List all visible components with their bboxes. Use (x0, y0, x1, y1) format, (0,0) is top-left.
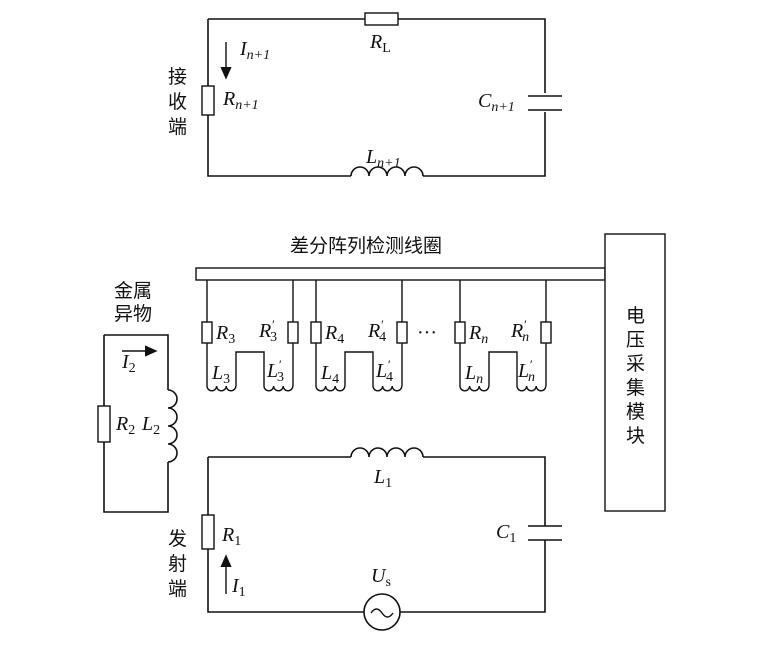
receiver-capacitor-label: Cn+1 (478, 90, 515, 115)
coil-group-4: R4 R′4 L4 L′4 (310, 280, 408, 392)
svg-text:L4: L4 (320, 362, 339, 387)
detection-coil-array: 差分阵列检测线圈 R3 R′3 L3 L′3 R4 R′4 L4 L′4 ··· (195, 235, 606, 392)
transmitter-inductor-label: L1 (373, 466, 392, 491)
svg-text:Rn: Rn (468, 322, 488, 347)
svg-text:块: 块 (626, 425, 645, 447)
svg-text:端: 端 (168, 116, 187, 138)
receiver-resistor (201, 85, 215, 116)
svg-text:Ln: Ln (464, 362, 483, 387)
transmitter-capacitor-label: C1 (496, 521, 516, 546)
foreign-metal-resistor-label: R2 (115, 413, 135, 438)
foreign-metal-resistor (97, 405, 111, 443)
foreign-metal-label-1: 金属 (114, 280, 152, 302)
svg-text:发: 发 (168, 528, 187, 550)
receiver-inductor (350, 166, 424, 177)
ac-source-icon (363, 593, 401, 631)
receiver-inductor-label: Ln+1 (365, 146, 401, 171)
foreign-metal-inductor-label: L2 (141, 413, 160, 438)
load-resistor-label: RL (369, 31, 391, 56)
svg-text:射: 射 (168, 553, 187, 575)
svg-text:L3: L3 (211, 362, 230, 387)
voltage-module-label: 电 压 采 集 模 块 (626, 305, 645, 447)
svg-text:L′n: L′n (517, 357, 535, 385)
transmitter-resistor-label: R1 (221, 524, 241, 549)
receiver-current-label: In+1 (239, 38, 270, 63)
svg-text:压: 压 (626, 329, 645, 351)
svg-text:L′3: L′3 (266, 357, 284, 385)
transmitter-circuit: L1 R1 C1 I1 Us 发 射 端 (168, 447, 562, 631)
svg-text:集: 集 (626, 377, 645, 399)
svg-text:R4: R4 (324, 322, 344, 347)
svg-text:R3: R3 (215, 322, 235, 347)
svg-text:R′n: R′n (510, 317, 529, 345)
foreign-metal-inductor (167, 389, 178, 463)
source-voltage-label: Us (371, 565, 391, 590)
svg-text:采: 采 (626, 353, 645, 375)
coil-group-3: R3 R′3 L3 L′3 (201, 280, 299, 392)
load-resistor (364, 12, 399, 26)
svg-text:电: 电 (626, 305, 645, 327)
receiver-resistor-label: Rn+1 (222, 88, 259, 113)
array-title: 差分阵列检测线圈 (290, 235, 442, 257)
transmitter-side-label: 发 射 端 (168, 528, 187, 600)
transmitter-inductor (350, 447, 424, 458)
svg-text:模: 模 (626, 401, 645, 423)
transmitter-current-label: I1 (231, 575, 246, 600)
voltage-acquisition-module: 电 压 采 集 模 块 (604, 233, 666, 512)
transmitter-capacitor (528, 525, 562, 541)
receiver-wires (207, 18, 546, 177)
svg-text:接: 接 (168, 66, 187, 88)
foreign-metal-current-label: I2 (121, 351, 136, 376)
svg-text:端: 端 (168, 578, 187, 600)
receiver-side-label: 接 收 端 (168, 66, 187, 138)
receiver-capacitor (528, 95, 562, 111)
foreign-metal-wires (103, 334, 169, 513)
coil-group-n: Rn R′n Ln L′n (454, 280, 552, 392)
transmitter-wires (207, 456, 546, 613)
transmitter-resistor (201, 514, 215, 550)
svg-text:收: 收 (168, 91, 187, 113)
foreign-metal-circuit: 金属 异物 I2 R2 L2 (97, 280, 178, 513)
array-ellipsis: ··· (417, 322, 437, 344)
receiver-circuit: In+1 RL Rn+1 Cn+1 Ln+1 接 收 端 (168, 12, 562, 177)
svg-text:L′4: L′4 (375, 357, 393, 385)
svg-text:R′3: R′3 (258, 317, 277, 345)
svg-text:R′4: R′4 (367, 317, 386, 345)
foreign-metal-label-2: 异物 (114, 303, 152, 325)
array-bus-bar (195, 267, 606, 281)
